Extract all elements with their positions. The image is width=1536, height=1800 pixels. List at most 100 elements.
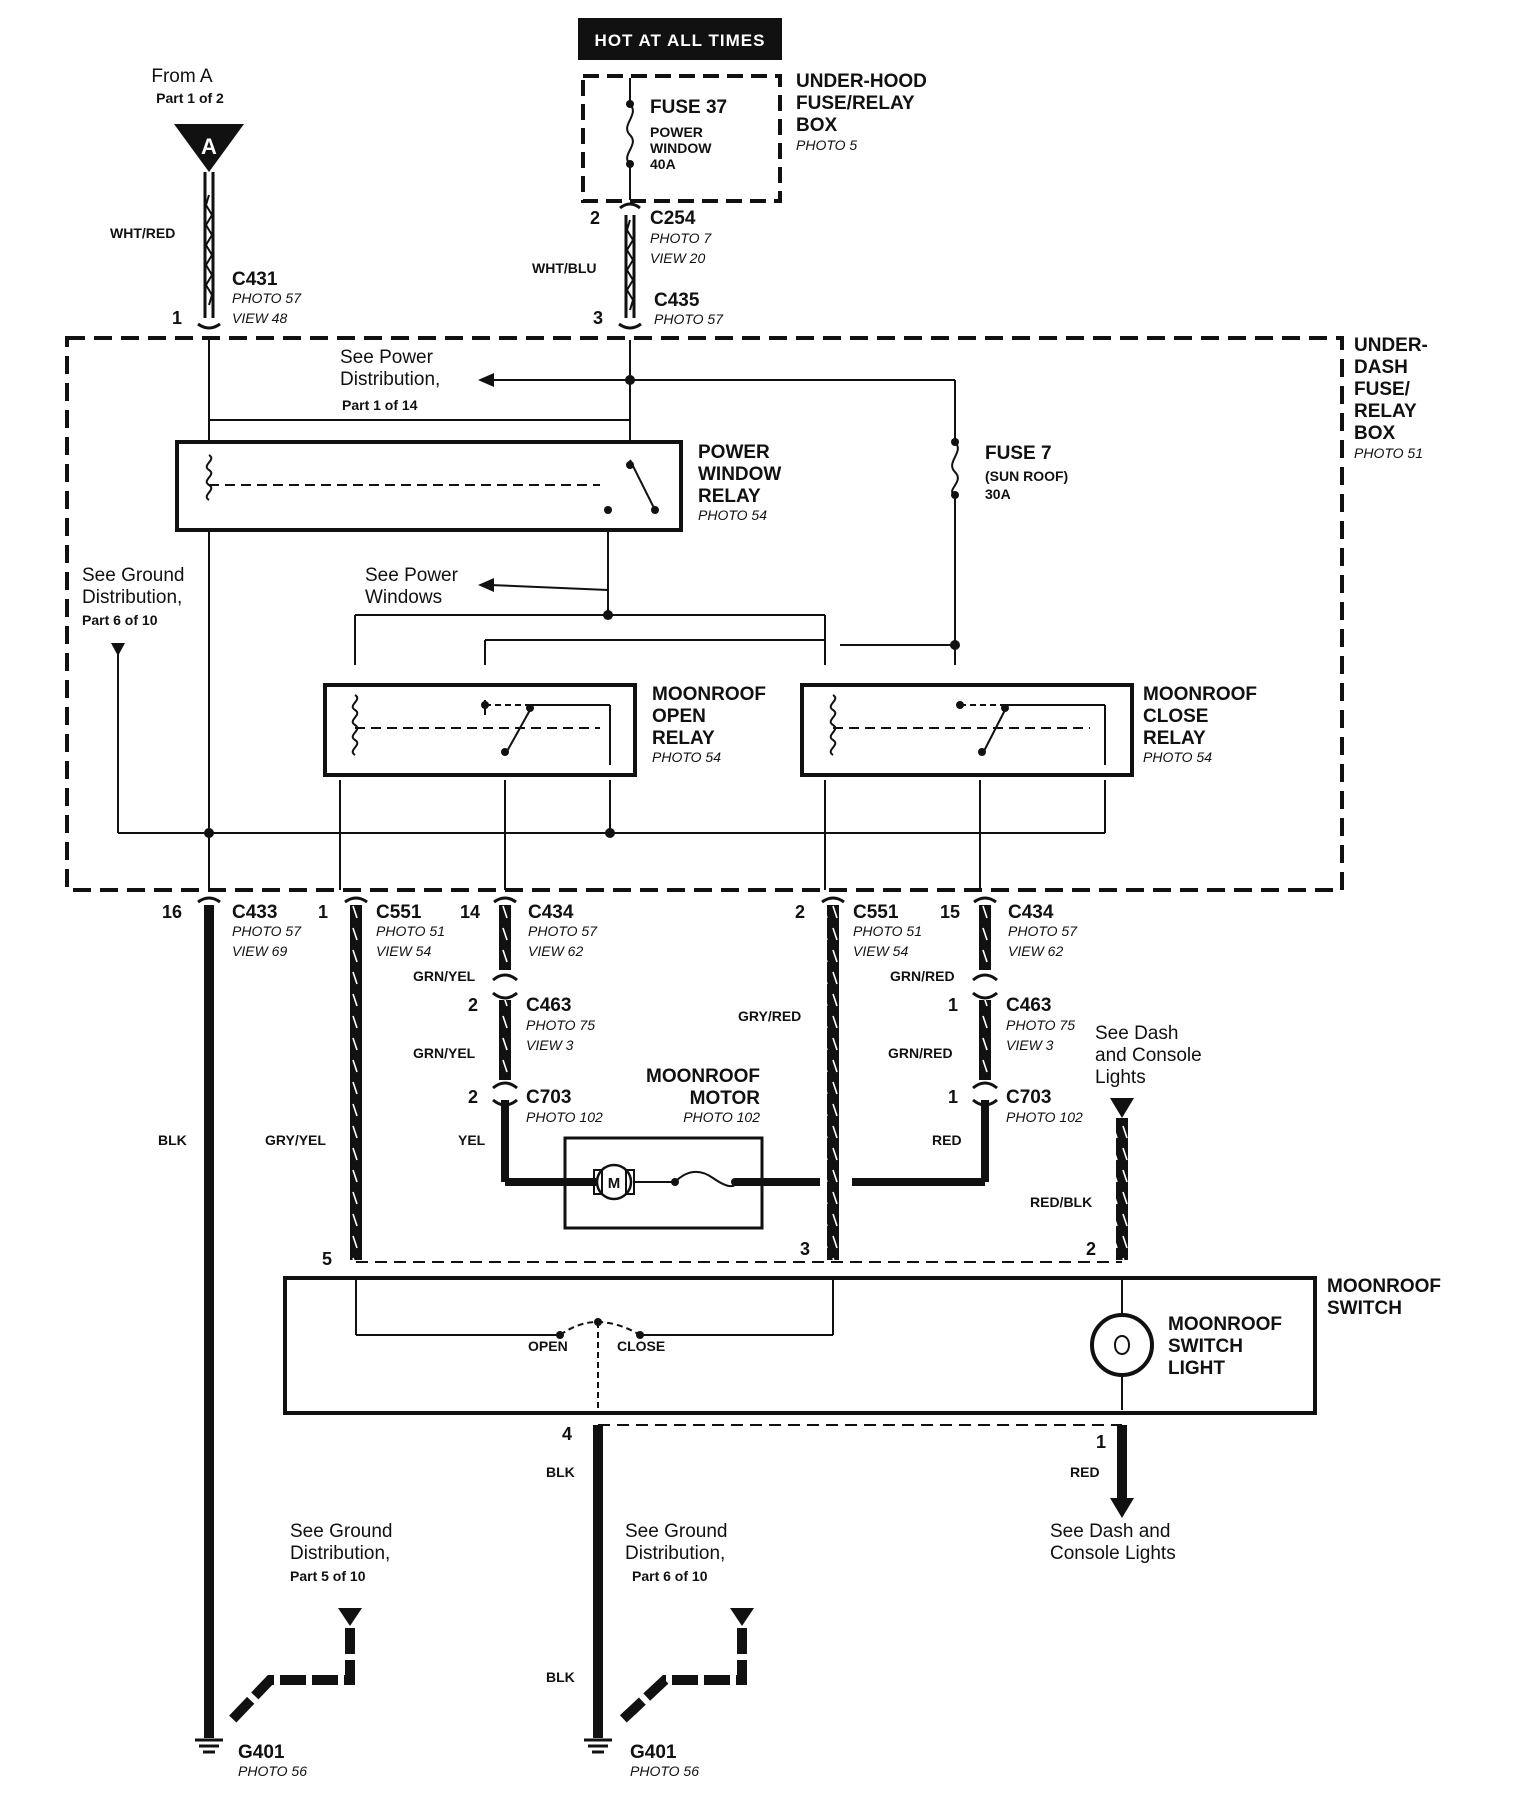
svg-text:UNDER-: UNDER- xyxy=(1354,335,1428,356)
svg-text:PHOTO 54: PHOTO 54 xyxy=(1143,749,1212,765)
svg-text:2: 2 xyxy=(795,902,805,922)
svg-text:BLK: BLK xyxy=(158,1132,187,1148)
svg-text:M: M xyxy=(608,1175,621,1192)
svg-text:C703: C703 xyxy=(1006,1087,1051,1108)
ground-g401-right: G401 PHOTO 56 xyxy=(584,1700,699,1779)
svg-text:PHOTO 57: PHOTO 57 xyxy=(232,290,302,306)
svg-text:PHOTO 57: PHOTO 57 xyxy=(232,923,302,939)
svg-text:C434: C434 xyxy=(1008,902,1054,923)
svg-text:1: 1 xyxy=(1096,1432,1106,1452)
svg-text:PHOTO 57: PHOTO 57 xyxy=(1008,923,1078,939)
svg-text:2: 2 xyxy=(468,1087,478,1107)
svg-text:1: 1 xyxy=(948,1087,958,1107)
svg-text:VIEW 3: VIEW 3 xyxy=(1006,1037,1054,1053)
fuse-37: FUSE 37 POWER WINDOW 40A xyxy=(626,78,727,200)
svg-text:POWER: POWER xyxy=(650,124,703,140)
svg-text:PHOTO 102: PHOTO 102 xyxy=(683,1109,760,1125)
svg-text:Distribution,: Distribution, xyxy=(82,587,182,608)
svg-text:C463: C463 xyxy=(526,995,571,1016)
wire-wht-red: WHT/RED 1 C431 PHOTO 57 VIEW 48 xyxy=(110,172,302,328)
svg-text:40A: 40A xyxy=(650,156,676,172)
svg-text:VIEW 54: VIEW 54 xyxy=(376,943,431,959)
see-ground-top: See Ground Distribution, Part 6 of 10 xyxy=(82,565,184,656)
svg-text:A: A xyxy=(201,134,217,159)
svg-text:2: 2 xyxy=(590,208,600,228)
svg-text:Part 5 of 10: Part 5 of 10 xyxy=(290,1568,366,1584)
see-ground-part-6: See Ground Distribution, Part 6 of 10 xyxy=(616,1521,754,1726)
svg-text:From A: From A xyxy=(151,66,213,87)
svg-text:C254: C254 xyxy=(650,208,696,229)
svg-text:Console Lights: Console Lights xyxy=(1050,1543,1176,1564)
svg-text:WINDOW: WINDOW xyxy=(650,140,712,156)
svg-text:WINDOW: WINDOW xyxy=(698,464,781,485)
svg-text:See Ground: See Ground xyxy=(625,1521,727,1542)
wire-c433-blk: 16 C433 PHOTO 57 VIEW 69 BLK xyxy=(158,902,302,1700)
svg-text:PHOTO 54: PHOTO 54 xyxy=(652,749,721,765)
svg-text:MOONROOF: MOONROOF xyxy=(1327,1276,1441,1297)
svg-text:BLK: BLK xyxy=(546,1464,575,1480)
svg-text:MOONROOF: MOONROOF xyxy=(646,1066,760,1087)
svg-text:OPEN: OPEN xyxy=(652,706,706,727)
svg-text:DASH: DASH xyxy=(1354,357,1408,378)
svg-text:PHOTO 57: PHOTO 57 xyxy=(654,311,724,327)
wire-switch-pin1-red: 1 RED xyxy=(1070,1425,1134,1518)
svg-text:2: 2 xyxy=(1086,1239,1096,1259)
svg-text:PHOTO 51: PHOTO 51 xyxy=(376,923,445,939)
svg-text:VIEW 48: VIEW 48 xyxy=(232,310,287,326)
wire-switch-pin4-blk: 4 BLK BLK xyxy=(546,1424,603,1700)
svg-text:RED: RED xyxy=(1070,1464,1100,1480)
svg-text:VIEW 69: VIEW 69 xyxy=(232,943,287,959)
svg-text:GRY/YEL: GRY/YEL xyxy=(265,1132,326,1148)
svg-text:and Console: and Console xyxy=(1095,1045,1202,1066)
svg-text:Part 6 of 10: Part 6 of 10 xyxy=(632,1568,708,1584)
svg-text:C703: C703 xyxy=(526,1087,571,1108)
svg-text:BLK: BLK xyxy=(546,1669,575,1685)
svg-text:VIEW 54: VIEW 54 xyxy=(853,943,908,959)
svg-text:C431: C431 xyxy=(232,269,278,290)
svg-text:SWITCH: SWITCH xyxy=(1327,1298,1402,1319)
wire-c551-gry-yel: 1 C551 PHOTO 51 VIEW 54 GRY/YEL xyxy=(265,902,445,1260)
svg-text:HOT AT ALL TIMES: HOT AT ALL TIMES xyxy=(595,31,766,50)
svg-text:FUSE/RELAY: FUSE/RELAY xyxy=(796,93,915,114)
svg-text:OPEN: OPEN xyxy=(528,1338,568,1354)
svg-text:See Dash and: See Dash and xyxy=(1050,1521,1170,1542)
power-window-relay: POWER WINDOW RELAY PHOTO 54 xyxy=(175,440,781,532)
see-dash-console-lights-top: See Dash and Console Lights RED/BLK xyxy=(1030,1023,1202,1260)
moonroof-open-relay: MOONROOF OPEN RELAY PHOTO 54 xyxy=(323,683,766,777)
underdash-fuse-relay-box: UNDER- DASH FUSE/ RELAY BOX PHOTO 51 xyxy=(65,335,1428,892)
svg-text:(SUN ROOF): (SUN ROOF) xyxy=(985,468,1068,484)
svg-text:Part 1 of 14: Part 1 of 14 xyxy=(342,397,418,413)
svg-text:CLOSE: CLOSE xyxy=(617,1338,665,1354)
svg-text:PHOTO 56: PHOTO 56 xyxy=(630,1763,699,1779)
svg-text:BOX: BOX xyxy=(1354,423,1396,444)
svg-text:3: 3 xyxy=(593,308,603,328)
svg-text:RED: RED xyxy=(932,1132,962,1148)
svg-text:WHT/RED: WHT/RED xyxy=(110,225,175,241)
svg-text:G401: G401 xyxy=(630,1742,677,1763)
svg-text:VIEW 62: VIEW 62 xyxy=(1008,943,1063,959)
svg-text:MOONROOF: MOONROOF xyxy=(1168,1314,1282,1335)
svg-text:FUSE/: FUSE/ xyxy=(1354,379,1411,400)
svg-text:GRN/RED: GRN/RED xyxy=(888,1045,953,1061)
svg-text:LIGHT: LIGHT xyxy=(1168,1358,1225,1379)
svg-text:1: 1 xyxy=(172,308,182,328)
svg-text:2: 2 xyxy=(468,995,478,1015)
svg-text:UNDER-HOOD: UNDER-HOOD xyxy=(796,71,927,92)
svg-text:SWITCH: SWITCH xyxy=(1168,1336,1243,1357)
svg-text:PHOTO 54: PHOTO 54 xyxy=(698,507,767,523)
svg-text:4: 4 xyxy=(562,1424,572,1444)
moonroof-switch-light: MOONROOF SWITCH LIGHT xyxy=(1090,1280,1282,1410)
internal-wiring xyxy=(117,340,1106,890)
svg-text:PHOTO 7: PHOTO 7 xyxy=(650,230,712,246)
svg-text:Windows: Windows xyxy=(365,587,442,608)
see-dash-console-lights-bottom: See Dash and Console Lights xyxy=(1050,1521,1176,1564)
svg-text:15: 15 xyxy=(940,902,960,922)
svg-text:FUSE 37: FUSE 37 xyxy=(650,97,727,118)
svg-text:MOTOR: MOTOR xyxy=(690,1088,761,1109)
svg-text:C551: C551 xyxy=(376,902,422,923)
svg-text:VIEW 3: VIEW 3 xyxy=(526,1037,574,1053)
wire-c551-gry-red: 2 C551 PHOTO 51 VIEW 54 GRY/RED xyxy=(738,902,922,1260)
svg-text:Lights: Lights xyxy=(1095,1067,1146,1088)
svg-text:5: 5 xyxy=(322,1249,332,1269)
